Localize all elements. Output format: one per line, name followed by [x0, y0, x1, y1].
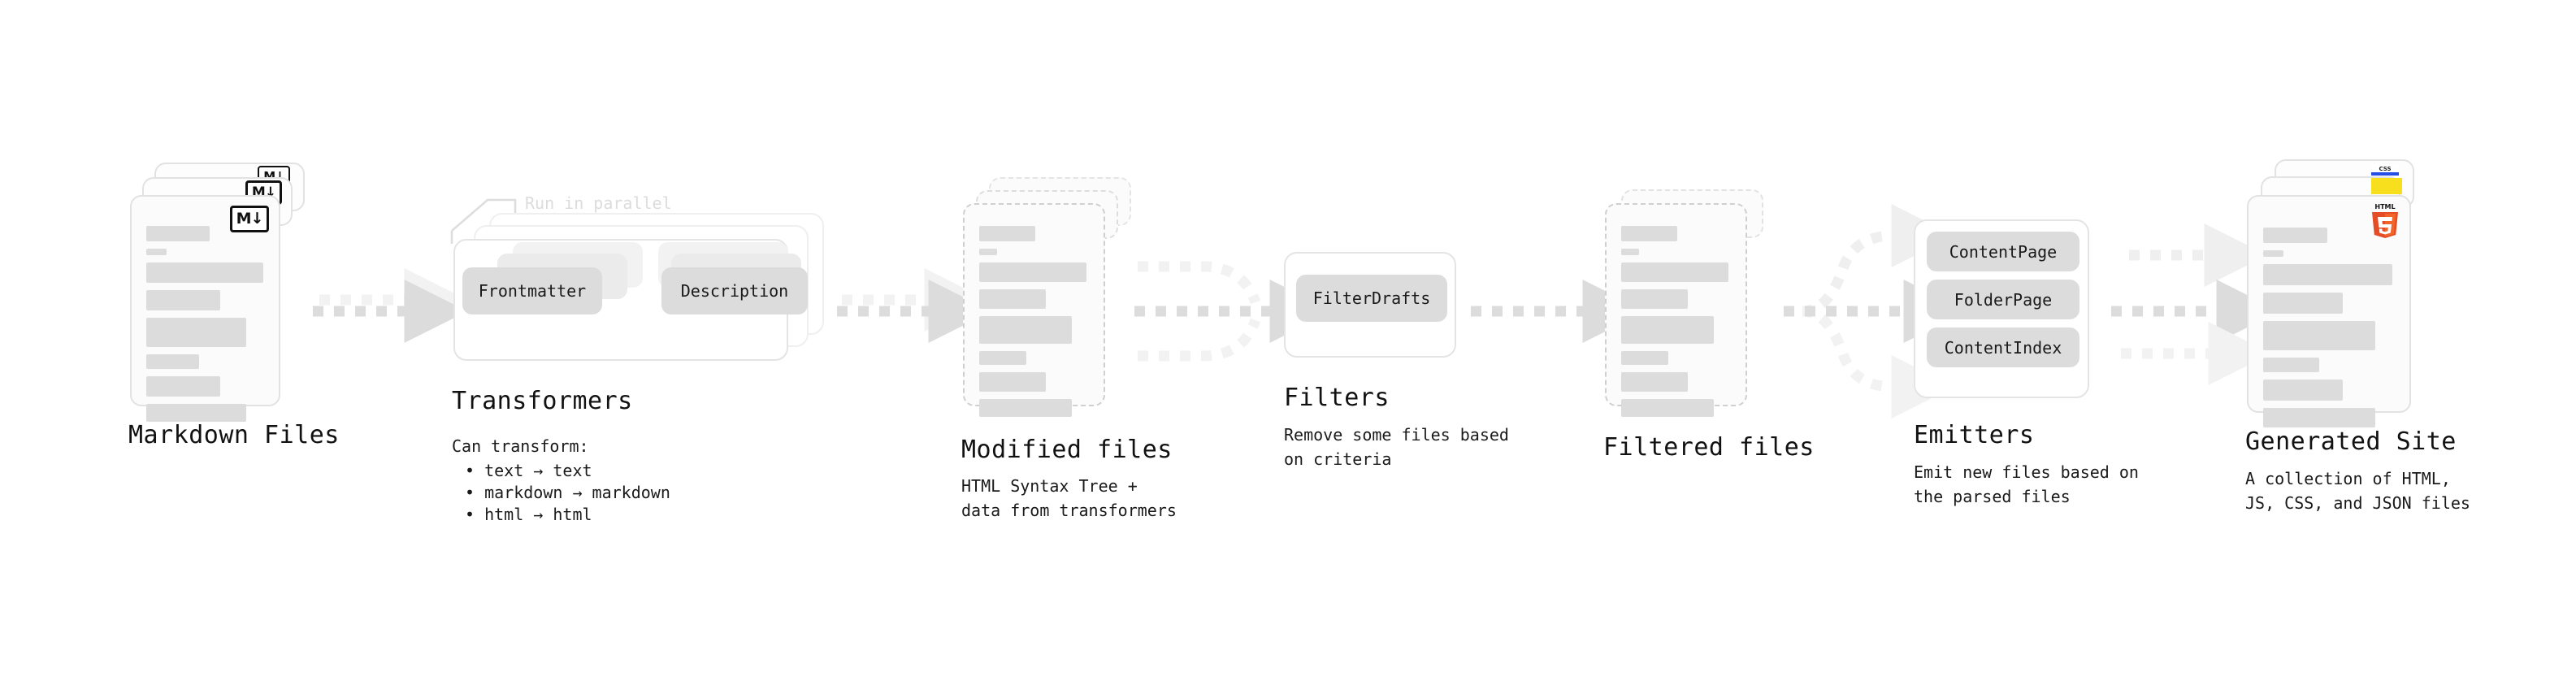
- connector-filtered-to-emitters: [1784, 204, 1967, 419]
- transformers-title: Transformers: [452, 387, 633, 415]
- connector-modified-to-filters: [1134, 261, 1334, 362]
- transformer-pill-description[interactable]: Description: [661, 267, 808, 314]
- css-icon-bar: [2371, 172, 2399, 176]
- markdown-icon: M↓: [230, 206, 269, 232]
- modified-card-front: [963, 203, 1105, 417]
- stage-markdown-files: M↓ M↓ M↓ Markdown Files: [128, 163, 339, 449]
- stage-generated-site: CSS HTML: [2245, 159, 2470, 513]
- transformers-group: Frontmatter Description: [452, 200, 842, 379]
- emitter-pill-contentindex[interactable]: ContentIndex: [1927, 327, 2079, 367]
- markdown-card-front: M↓: [130, 195, 280, 422]
- filtered-card-stack: [1605, 189, 1780, 433]
- css-icon-label: CSS: [2379, 166, 2392, 172]
- js-icon: [2371, 178, 2402, 194]
- run-in-parallel-label: Run in parallel: [525, 193, 672, 213]
- modified-files-subtitle: HTML Syntax Tree + data from transformer…: [961, 476, 1177, 520]
- transformer-pill-frontmatter[interactable]: Frontmatter: [462, 267, 602, 314]
- filters-title: Filters: [1284, 384, 1390, 412]
- svg-text:HTML: HTML: [2374, 203, 2395, 210]
- stage-filtered-files: Filtered files: [1603, 189, 1814, 462]
- stage-modified-files: Modified files HTML Syntax Tree + data f…: [961, 177, 1177, 520]
- site-skeleton-lines: [2263, 228, 2396, 435]
- filtered-card-front: [1605, 203, 1747, 417]
- filter-pill-filterdrafts[interactable]: FilterDrafts: [1296, 275, 1447, 322]
- connector-md-to-transformers: [313, 268, 468, 343]
- filters-group: FilterDrafts: [1284, 252, 1456, 358]
- emitters-group: ContentPage FolderPage ContentIndex: [1914, 219, 2089, 398]
- generated-site-title: Generated Site: [2245, 427, 2457, 456]
- transformers-bullet-2: • html → html: [465, 505, 592, 524]
- emitters-title: Emitters: [1914, 421, 2035, 449]
- transformers-subtitle: Can transform:: [452, 436, 589, 456]
- filters-subtitle: Remove some files based on criteria: [1284, 425, 1509, 469]
- stage-transformers: Run in parallel Frontmatter Description …: [452, 193, 842, 524]
- connector-emitters-to-site: [2111, 223, 2280, 385]
- site-card-stack: CSS HTML: [2247, 159, 2434, 427]
- emitters-subtitle: Emit new files based on the parsed files: [1914, 462, 2139, 506]
- filtered-skeleton-lines: [1621, 226, 1733, 424]
- emitter-pill-folderpage[interactable]: FolderPage: [1927, 280, 2079, 319]
- emitter-pill-contentpage[interactable]: ContentPage: [1927, 232, 2079, 271]
- modified-files-title: Modified files: [961, 436, 1173, 464]
- modified-card-stack: [963, 177, 1138, 421]
- modified-skeleton-lines: [979, 226, 1091, 424]
- transformers-bullet-1: • markdown → markdown: [465, 483, 670, 502]
- filtered-files-title: Filtered files: [1603, 433, 1815, 462]
- markdown-files-title: Markdown Files: [128, 421, 340, 449]
- generated-site-subtitle: A collection of HTML, JS, CSS, and JSON …: [2245, 469, 2470, 513]
- markdown-card-stack: M↓ M↓ M↓: [130, 163, 305, 422]
- transformers-bullet-0: • text → text: [465, 461, 592, 480]
- html5-icon: HTML: [2369, 202, 2401, 239]
- css-icon: CSS: [2371, 164, 2399, 176]
- connector-transformers-to-modified: [837, 268, 992, 343]
- markdown-skeleton-lines: [146, 226, 266, 429]
- site-card-front: HTML: [2247, 195, 2411, 427]
